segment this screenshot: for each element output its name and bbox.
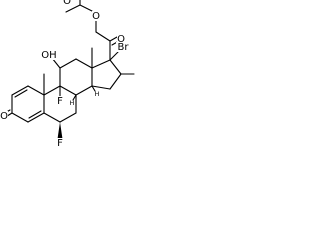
bond-c17-c16	[109, 59, 122, 75]
c8-hydrogen-label: H	[70, 99, 75, 107]
bond-c6-c7	[59, 112, 77, 123]
hydroxyl-label: OH	[41, 50, 56, 61]
ring-d	[91, 50, 135, 90]
bond-c4-c5-double	[28, 110, 42, 119]
bond-c3-c4	[11, 112, 29, 123]
bond-c5-c6	[43, 112, 61, 123]
ester-oxygen-label: O	[92, 11, 100, 22]
ring-b	[43, 73, 77, 139]
c6-fluorine-label: F	[57, 138, 63, 149]
bond-c20-o	[109, 36, 118, 42]
bond-c16-c15	[109, 73, 122, 90]
bond-c4-c5	[27, 112, 45, 123]
c14-hydrogen-label: H	[95, 90, 100, 98]
c3-ketone-oxygen-label: O	[0, 111, 8, 122]
bond-c8-h	[72, 94, 77, 101]
bond-c9-c10	[43, 85, 61, 96]
bond-o-acyl	[79, 4, 93, 12]
bond-c13-c17	[91, 59, 111, 69]
ring-a	[2, 85, 45, 123]
bond-acyl-methyl	[65, 4, 81, 13]
atom-labels: O O O Br OH H F F O H H	[0, 0, 130, 149]
molecule-diagram: O O O Br OH H F F O H H	[0, 0, 160, 173]
bond-c14-h	[91, 85, 96, 92]
bond-c8-c9	[59, 85, 77, 96]
c20-ketone-oxygen-label: O	[117, 34, 125, 45]
bond-c20-c21	[95, 31, 111, 42]
ring-c	[51, 47, 96, 101]
c9-fluorine-label: F	[57, 96, 63, 107]
bond-c1-c2	[11, 85, 29, 96]
bond-c17-br	[109, 50, 120, 61]
bond-c12-c13	[75, 58, 93, 69]
wedge-c6-f	[57, 122, 63, 139]
bond-c15-c14	[91, 85, 111, 90]
structure-drawing: O O O Br OH H F F O H H	[0, 0, 135, 149]
bond-c1-c2-double	[14, 89, 28, 98]
bond-c11-c12	[59, 58, 77, 69]
acetyl-carbonyl-oxygen-label: O	[63, 0, 71, 7]
bromine-label: Br	[118, 42, 130, 53]
bond-c10-c1	[27, 85, 45, 96]
bond-c14-c8	[75, 85, 93, 96]
